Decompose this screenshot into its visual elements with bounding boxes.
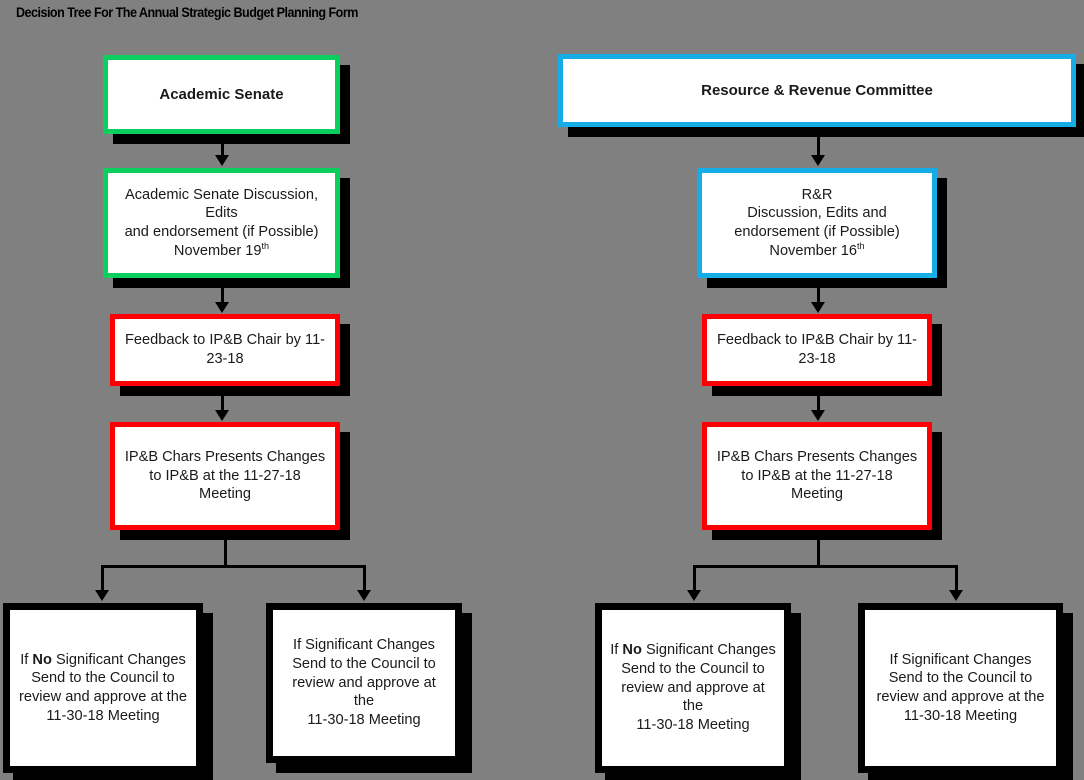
node-rr-significant-changes-text: If Significant Changes Send to the Counc… — [869, 651, 1053, 726]
node-as-ipb-presents-text: IP&B Chars Presents Changes to IP&B at t… — [117, 448, 333, 504]
node-rr-significant-changes[interactable]: If Significant Changes Send to the Counc… — [858, 603, 1063, 773]
node-as-significant-changes[interactable]: If Significant Changes Send to the Counc… — [266, 603, 462, 763]
node-as-significant-changes-text: If Significant Changes Send to the Counc… — [273, 636, 455, 729]
arrowhead-rr-to-significant-change — [949, 590, 963, 601]
rr-feedback-line-2: 23-18 — [798, 351, 836, 367]
rr-change-line-2: Send to the Council to — [888, 670, 1033, 687]
rr-ipb-line-2: to IP&B at the 11-27-18 — [741, 467, 893, 484]
arrowhead-as-discussion-to-feedback — [215, 302, 229, 313]
connector-as-split-bar — [101, 565, 366, 568]
as-no-change-prefix: If — [20, 651, 33, 668]
as-no-change-line-3: review and approve at the — [19, 689, 187, 705]
as-ipb-line-2: to IP&B at the 11-27-18 — [149, 467, 301, 484]
rr-no-change-emphasis: No — [622, 642, 642, 659]
rr-discussion-line-1: R&R — [801, 186, 833, 203]
node-rr-feedback-text: Feedback to IP&B Chair by 11- 23-18 — [709, 331, 925, 368]
node-rr-ipb-presents[interactable]: IP&B Chars Presents Changes to IP&B at t… — [702, 422, 932, 530]
connector-rr-split-stem — [817, 530, 820, 567]
as-change-line-1: If Significant Changes — [293, 637, 435, 654]
connector-as-feedback-to-ipb — [221, 386, 224, 415]
rr-discussion-line-2: Discussion, Edits and — [747, 205, 887, 222]
node-rr-discussion[interactable]: R&R Discussion, Edits and endorsement (i… — [697, 168, 937, 278]
arrowhead-as-feedback-to-ipb — [215, 410, 229, 421]
rr-no-change-prefix: If — [610, 642, 623, 659]
node-rr-discussion-text: R&R Discussion, Edits and endorsement (i… — [726, 186, 907, 261]
connector-rr-split-bar — [693, 565, 958, 568]
rr-change-line-3: review and approve at the — [876, 689, 1045, 705]
node-as-feedback-text: Feedback to IP&B Chair by 11- 23-18 — [117, 331, 333, 368]
arrowhead-rr-discussion-to-feedback — [811, 302, 825, 313]
rr-change-line-4: 11-30-18 Meeting — [903, 707, 1018, 724]
rr-no-change-line-3: review and approve at the — [621, 679, 765, 715]
node-resource-revenue-committee-label: Resource & Revenue Committee — [701, 81, 933, 99]
connector-rr-head-to-discussion — [817, 127, 820, 161]
rr-no-change-line-1-suffix: Significant Changes — [641, 642, 776, 659]
rr-feedback-line-1: Feedback to IP&B Chair by 11- — [716, 332, 918, 349]
rr-ipb-line-3: Meeting — [791, 486, 843, 503]
page-title: Decision Tree For The Annual Strategic B… — [16, 5, 358, 20]
node-as-feedback[interactable]: Feedback to IP&B Chair by 11- 23-18 — [110, 314, 340, 386]
as-discussion-line-3: November 19 — [173, 242, 262, 259]
node-as-no-significant-changes[interactable]: If No Significant Changes Send to the Co… — [3, 603, 203, 773]
connector-as-discussion-to-feedback — [221, 278, 224, 307]
node-academic-senate[interactable]: Academic Senate — [103, 55, 340, 134]
node-resource-revenue-committee[interactable]: Resource & Revenue Committee — [558, 54, 1076, 127]
as-feedback-line-2: 23-18 — [206, 351, 244, 367]
node-as-ipb-presents[interactable]: IP&B Chars Presents Changes to IP&B at t… — [110, 422, 340, 530]
arrowhead-as-to-no-change — [95, 590, 109, 601]
as-discussion-line-3-suffix: th — [261, 240, 270, 251]
as-change-line-3: review and approve at the — [292, 674, 436, 710]
rr-discussion-line-4-suffix: th — [857, 240, 865, 251]
rr-discussion-line-3: endorsement (if Possible) — [734, 224, 900, 240]
as-no-change-line-4: 11-30-18 Meeting — [46, 707, 160, 724]
node-rr-feedback[interactable]: Feedback to IP&B Chair by 11- 23-18 — [702, 314, 932, 386]
connector-as-head-to-discussion — [221, 134, 224, 161]
connector-as-split-stem — [224, 530, 227, 567]
node-rr-no-significant-changes[interactable]: If No Significant Changes Send to the Co… — [595, 603, 791, 773]
rr-discussion-line-4: November 16 — [769, 242, 858, 259]
arrowhead-as-head-to-discussion — [215, 155, 229, 166]
node-rr-no-significant-changes-text: If No Significant Changes Send to the Co… — [602, 641, 784, 734]
rr-change-line-1: If Significant Changes — [889, 651, 1032, 668]
as-feedback-line-1: Feedback to IP&B Chair by 11- — [124, 332, 326, 349]
as-change-line-4: 11-30-18 Meeting — [307, 712, 421, 728]
node-as-no-significant-changes-text: If No Significant Changes Send to the Co… — [11, 651, 195, 726]
node-as-discussion[interactable]: Academic Senate Discussion, Edits and en… — [103, 168, 340, 278]
arrowhead-as-to-significant-change — [357, 590, 371, 601]
rr-ipb-line-1: IP&B Chars Presents Changes — [716, 448, 918, 465]
as-ipb-line-3: Meeting — [199, 486, 251, 503]
connector-rr-split-left-drop — [693, 565, 696, 594]
as-no-change-emphasis: No — [32, 651, 52, 668]
connector-as-split-right-drop — [363, 565, 366, 594]
connector-rr-discussion-to-feedback — [817, 278, 820, 307]
as-no-change-line-2: Send to the Council to — [31, 670, 175, 687]
as-discussion-line-1: Academic Senate Discussion, Edits — [124, 186, 319, 222]
node-as-discussion-text: Academic Senate Discussion, Edits and en… — [108, 186, 335, 261]
node-rr-ipb-presents-text: IP&B Chars Presents Changes to IP&B at t… — [709, 448, 925, 504]
rr-no-change-line-2: Send to the Council to — [621, 660, 765, 677]
arrowhead-rr-feedback-to-ipb — [811, 410, 825, 421]
arrowhead-rr-head-to-discussion — [811, 155, 825, 166]
arrowhead-rr-to-no-change — [687, 590, 701, 601]
rr-no-change-line-4: 11-30-18 Meeting — [636, 717, 750, 733]
as-change-line-2: Send to the Council to — [292, 655, 436, 672]
as-no-change-line-1-suffix: Significant Changes — [51, 651, 186, 668]
node-academic-senate-label: Academic Senate — [159, 85, 284, 103]
as-discussion-line-2: and endorsement (if Possible) — [124, 224, 319, 240]
as-ipb-line-1: IP&B Chars Presents Changes — [124, 448, 326, 465]
connector-rr-split-right-drop — [955, 565, 958, 594]
connector-rr-feedback-to-ipb — [817, 386, 820, 415]
connector-as-split-left-drop — [101, 565, 104, 594]
